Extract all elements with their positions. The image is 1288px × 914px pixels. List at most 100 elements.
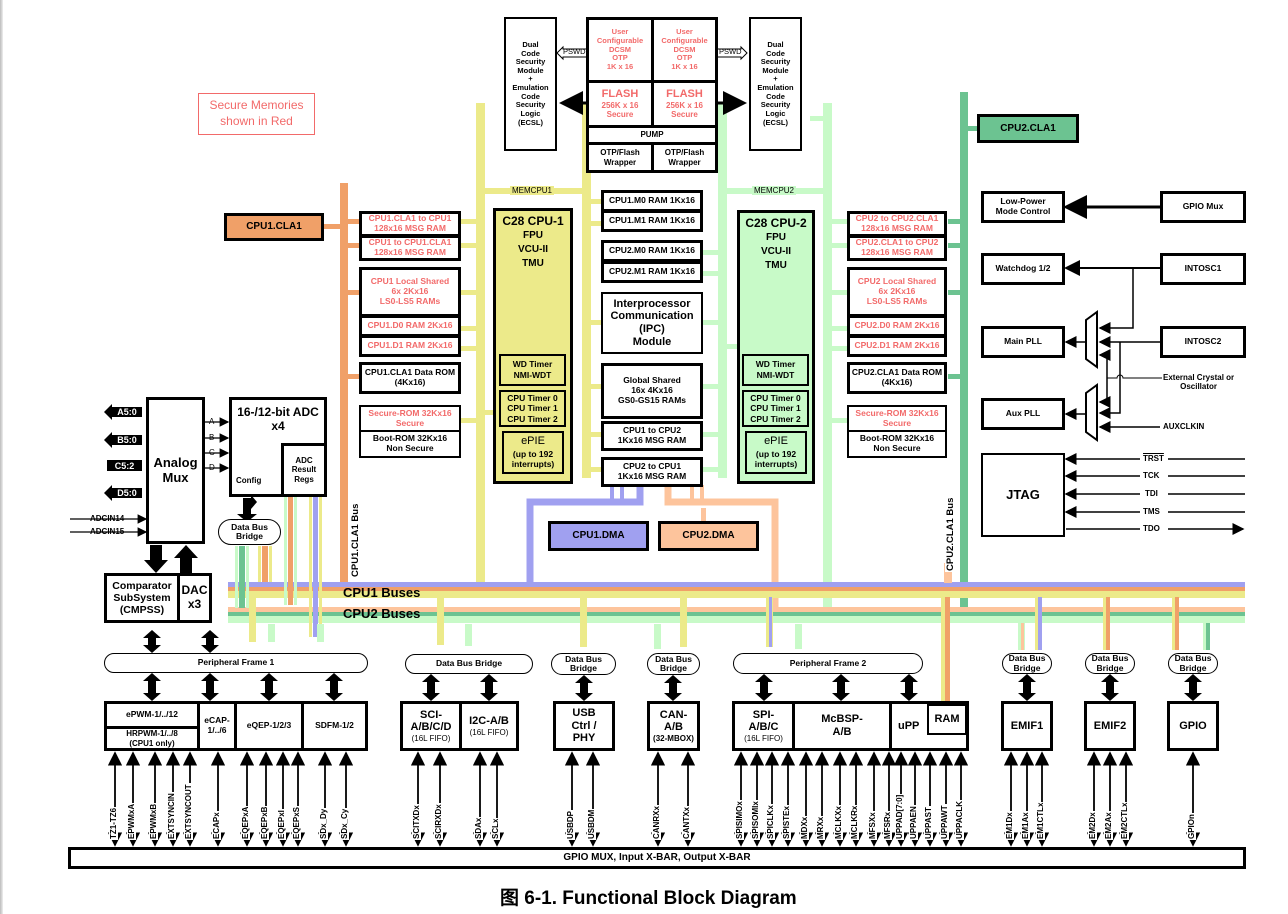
cpu1-bus-dma-line [228,582,1245,587]
gpio-data-bus-bridge: Data Bus Bridge [1168,653,1218,674]
cpu2-bus-dma-line [228,607,1245,612]
signal-label: EM2Dx [1088,811,1097,840]
pswd-right-label: PSWD [719,47,742,56]
cpu2-epie-title: ePIE [764,435,788,447]
bidirectional-bus-arrow [422,674,440,701]
signal-label: EQEPxA [241,805,250,840]
bidirectional-bus-arrow [664,675,682,701]
jtag-tdo: TDO [1143,524,1160,533]
cpu1-wd-timer: WD Timer NMI-WDT [499,354,566,386]
signal-label: ECAPx [212,811,221,840]
cpu1-d1-ram: CPU1.D1 RAM 2Kx16 [359,335,461,357]
signal-label: SDx_Cy [340,807,349,840]
signal-label: USBDP [566,809,575,840]
signal-label: CANRXx [652,805,661,840]
jtag-block: JTAG [981,453,1065,537]
signal-label: SCITXDx [412,804,421,840]
aux-pll-block: Aux PLL [981,398,1065,430]
mux-out-a: A [209,417,215,426]
cpu1-epie: ePIE (up to 192 interrupts) [502,431,564,474]
memcpu1-label: MEMCPU1 [510,186,555,196]
cpu2-secure-rom: Secure-ROM 32Kx16 Secure [849,407,945,433]
memcpu2-label: MEMCPU2 [752,186,797,196]
bidirectional-bus-arrow [201,673,219,701]
bidirectional-bus-arrow [755,674,773,701]
signal-label: SDx_Dy [319,807,328,840]
flash-right-title: FLASH [666,88,703,101]
hrpwm-block: HRPWM-1/../8 (CPU1 only) [126,729,178,748]
gpio-mux-block: GPIO Mux [1160,191,1246,223]
usb-block: USB Ctrl / PHY [553,701,615,751]
cpu1-cla1-data-rom: CPU1.CLA1 Data ROM (4Kx16) [359,362,461,394]
pswd-left-label: PSWD [563,47,586,56]
jtag-tms: TMS [1143,507,1160,516]
otp-flash-wrapper-right: OTP/Flash Wrapper [654,145,715,170]
bidirectional-bus-arrow [201,630,219,653]
cpu1-bus-cla-line [228,587,1245,591]
cpu2-title: C28 CPU-2 [745,216,807,230]
dcsm-otp-right: User Configurable DCSM OTP 1K x 16 [654,20,715,80]
cpu1-title: C28 CPU-1 [502,214,564,228]
signal-label: SDAx [474,816,483,840]
cpu1-cla1-bus-label: CPU1.CLA1 Bus [350,502,361,578]
bidirectional-bus-arrow [143,630,161,653]
signal-label: EM1Dx [1005,811,1014,840]
adc-config-label: Config [236,476,262,485]
epwm-group: ePWM-1/../12 HRPWM-1/../8 (CPU1 only) [104,701,200,751]
cpu2-d1-ram: CPU2.D1 RAM 2Kx16 [847,335,947,357]
dac-block: DAC x3 [177,573,212,623]
signal-label: SPISIMOx [735,800,744,840]
dcsm-otp-left: User Configurable DCSM OTP 1K x 16 [589,20,651,80]
signal-label: EM1CTLx [1036,801,1045,840]
cpu1-cla1-block: CPU1.CLA1 [224,213,324,241]
cpu1-cla1-bus [340,183,348,583]
dcsm-right: Dual Code Security Module + Emulation Co… [749,17,802,151]
pin-b: B5:0 [112,435,142,445]
flash-pump: PUMP [589,128,715,142]
signal-label: EQEPxB [260,805,269,840]
low-power-mode-control: Low-Power Mode Control [981,191,1065,223]
jtag-trst: TRST [1143,454,1164,463]
global-shared-ram: Global Shared 16x 4Kx16 GS0-GS15 RAMs [601,363,703,419]
pin-d: D5:0 [112,488,142,498]
aux-pll-mux [1085,383,1098,442]
signal-label: USBDM [587,808,596,840]
signal-label: SCLx [491,817,500,840]
emif1-data-bus-bridge: Data Bus Bridge [1002,653,1052,674]
peripheral-frame-1: Peripheral Frame 1 [104,653,368,673]
external-oscillator-label: External Crystal or Oscillator [1163,373,1235,392]
ecap-block: eCAP- 1/../6 [197,701,237,751]
adcin15-label: ADCIN15 [90,527,125,536]
signal-label: EPWMxA [127,802,136,840]
otp-flash-wrapper-left: OTP/Flash Wrapper [589,145,651,170]
sdfm-block: SDFM-1/2 [301,701,368,751]
mux-out-d: D [209,463,215,472]
gpio-mux-xbar: GPIO MUX, Input X-BAR, Output X-BAR [68,847,1246,869]
signal-label: UPPAEN [909,805,918,840]
cpu2-epie: ePIE (up to 192 interrupts) [745,431,807,474]
figure-caption: 图 6-1. Functional Block Diagram [500,888,797,909]
signal-label: EPWMxB [149,802,158,840]
main-pll-block: Main PLL [981,326,1065,358]
signal-label: EQEPxI [277,809,286,840]
cpu2-dma-block: CPU2.DMA [658,521,759,551]
cpu2-to-cpu1-msg-ram: CPU2 to CPU1 1Kx16 MSG RAM [601,457,703,487]
eqep-block: eQEP-1/2/3 [234,701,304,751]
adc-data-bus-bridge: Data Bus Bridge [218,519,281,545]
peripheral-frame-2: Peripheral Frame 2 [733,653,923,674]
cpu1-bus-main-line [228,591,1245,598]
cpu2-m1-ram: CPU2.M1 RAM 1Kx16 [601,261,703,283]
adcin14-label: ADCIN14 [90,514,125,523]
memcpu1-bus-right [582,103,591,478]
auxclkin-label: AUXCLKIN [1163,422,1205,431]
flash-left-title: FLASH [601,88,639,101]
sci-title: SCI- A/B/C/D [410,708,452,734]
cpu1-buses-label: CPU1 Buses [343,585,421,600]
cpu1-epie-body: (up to 192 interrupts) [511,448,555,470]
cpu1-epie-title: ePIE [521,435,545,447]
cpu2-cpu-to-cla-msg-ram: CPU2 to CPU2.CLA1 128x16 MSG RAM [847,211,947,237]
signal-label: UPPACLK [955,799,964,840]
watchdog-block: Watchdog 1/2 [981,253,1065,285]
memcpu2-bus-right [823,103,832,608]
cpu2-buses-label: CPU2 Buses [343,606,421,621]
